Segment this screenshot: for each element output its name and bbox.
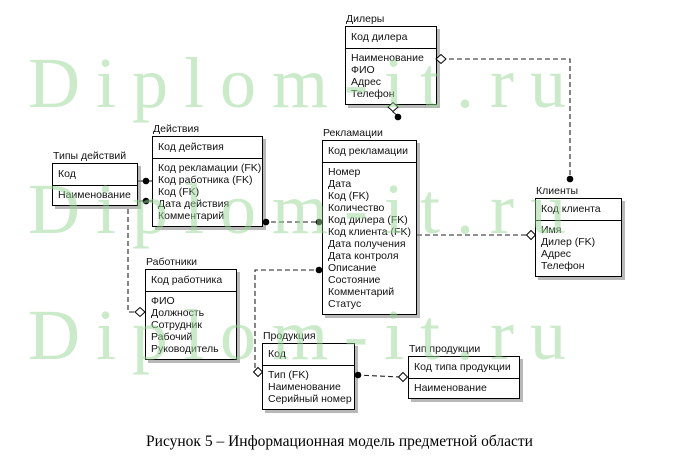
attribute: Код (FK)	[158, 186, 200, 198]
entity-title: Клиенты	[536, 185, 579, 197]
key-attribute: Код работника	[151, 274, 223, 286]
attribute: Дата	[328, 178, 352, 190]
child-dot-actions-from-workers	[142, 197, 150, 205]
entity-title: Тип продукции	[409, 343, 481, 355]
attribute: Количество	[328, 202, 385, 214]
entity-clients: Клиенты Код клиента Имя Дилер (FK) Адрес…	[535, 185, 622, 277]
attribute: Сотрудник	[151, 319, 203, 331]
attribute: Статус	[328, 298, 362, 310]
attribute: Адрес	[541, 248, 572, 260]
key-attribute: Код рекламации	[328, 145, 408, 157]
entity-title: Работники	[146, 256, 198, 268]
entity-dealers: Дилеры Код дилера Наименование ФИО Адрес…	[345, 13, 437, 105]
dot-complaints-left-upper	[315, 218, 323, 226]
attribute: Рабочий	[151, 331, 193, 343]
entity-title: Типы действий	[53, 150, 127, 162]
attribute: Дата контроля	[328, 250, 399, 262]
attribute: Адрес	[351, 76, 382, 88]
optional-diamond-products-left	[252, 366, 264, 378]
entity-title: Продукция	[263, 330, 316, 342]
child-dot-products-from-producttype	[354, 371, 362, 379]
entity-action-types: Типы действий Код Наименование	[52, 150, 138, 206]
attribute: Наименование	[351, 52, 424, 64]
attribute: Код работника (FK)	[158, 174, 253, 186]
optional-diamond-producttype-left	[397, 371, 409, 383]
optional-diamond-workers	[134, 306, 146, 318]
attribute: Код дилера (FK)	[328, 214, 408, 226]
attribute: Должность	[151, 307, 205, 319]
optional-diamond-dealers-complaints	[387, 101, 399, 113]
attribute: Имя	[541, 224, 562, 236]
child-dot-clients	[566, 175, 574, 183]
entity-title: Дилеры	[346, 13, 385, 25]
child-dot-complaints-from-products	[315, 266, 323, 274]
entity-product-type: Тип продукции Код типа продукции Наимено…	[408, 343, 520, 399]
attribute: Серийный номер	[268, 393, 352, 405]
attribute: ФИО	[351, 64, 375, 76]
attribute: Наименование	[414, 382, 487, 394]
attribute: Номер	[328, 166, 361, 178]
key-attribute: Код	[58, 168, 76, 180]
child-dot-actions-from-complaints	[262, 218, 270, 226]
attribute: Телефон	[541, 260, 585, 272]
relationship-workers-actions-line	[127, 200, 152, 313]
attribute: Описание	[328, 262, 377, 274]
entity-title: Действия	[153, 123, 200, 135]
attribute: Код клиента (FK)	[328, 226, 411, 238]
entity-complaints: Рекламации Код рекламации Номер Дата Код…	[322, 127, 417, 315]
attribute: Код рекламации (FK)	[158, 162, 262, 174]
child-dot-actions-from-actiontypes	[142, 177, 150, 185]
key-attribute: Код	[268, 348, 286, 360]
attribute: Наименование	[58, 189, 131, 201]
attribute: Руководитель	[151, 343, 219, 355]
figure-caption: Рисунок 5 – Информационная модель предме…	[146, 433, 533, 450]
entity-actions: Действия Код действия Код рекламации (FK…	[152, 123, 263, 227]
key-attribute: Код действия	[158, 141, 224, 153]
attribute: Комментарий	[158, 210, 225, 222]
relationship-producttype-products-line	[355, 374, 401, 378]
attribute: Телефон	[351, 88, 395, 100]
optional-diamond-clients-left	[525, 229, 537, 241]
entity-title: Рекламации	[323, 127, 383, 139]
key-attribute: Код клиента	[541, 203, 601, 215]
key-attribute: Код типа продукции	[414, 361, 511, 373]
entity-products: Продукция Код Тип (FK) Наименование Сери…	[262, 330, 355, 410]
optional-diamond-dealers-clients	[435, 53, 447, 65]
key-attribute: Код дилера	[351, 31, 408, 43]
child-dot-complaints-top	[394, 113, 402, 121]
attribute: Наименование	[268, 381, 341, 393]
attribute: Тип (FK)	[268, 369, 309, 381]
relationship-dealers-clients-line	[441, 58, 571, 179]
entity-workers: Работники Код работника ФИО Должность Со…	[145, 256, 237, 360]
attribute: Дата действия	[158, 198, 230, 210]
attribute: Состояние	[328, 274, 381, 286]
attribute: Дилер (FK)	[541, 236, 596, 248]
attribute: ФИО	[151, 295, 175, 307]
attribute: Комментарий	[328, 286, 395, 298]
attribute: Дата получения	[328, 238, 406, 250]
attribute: Код (FK)	[328, 190, 370, 202]
